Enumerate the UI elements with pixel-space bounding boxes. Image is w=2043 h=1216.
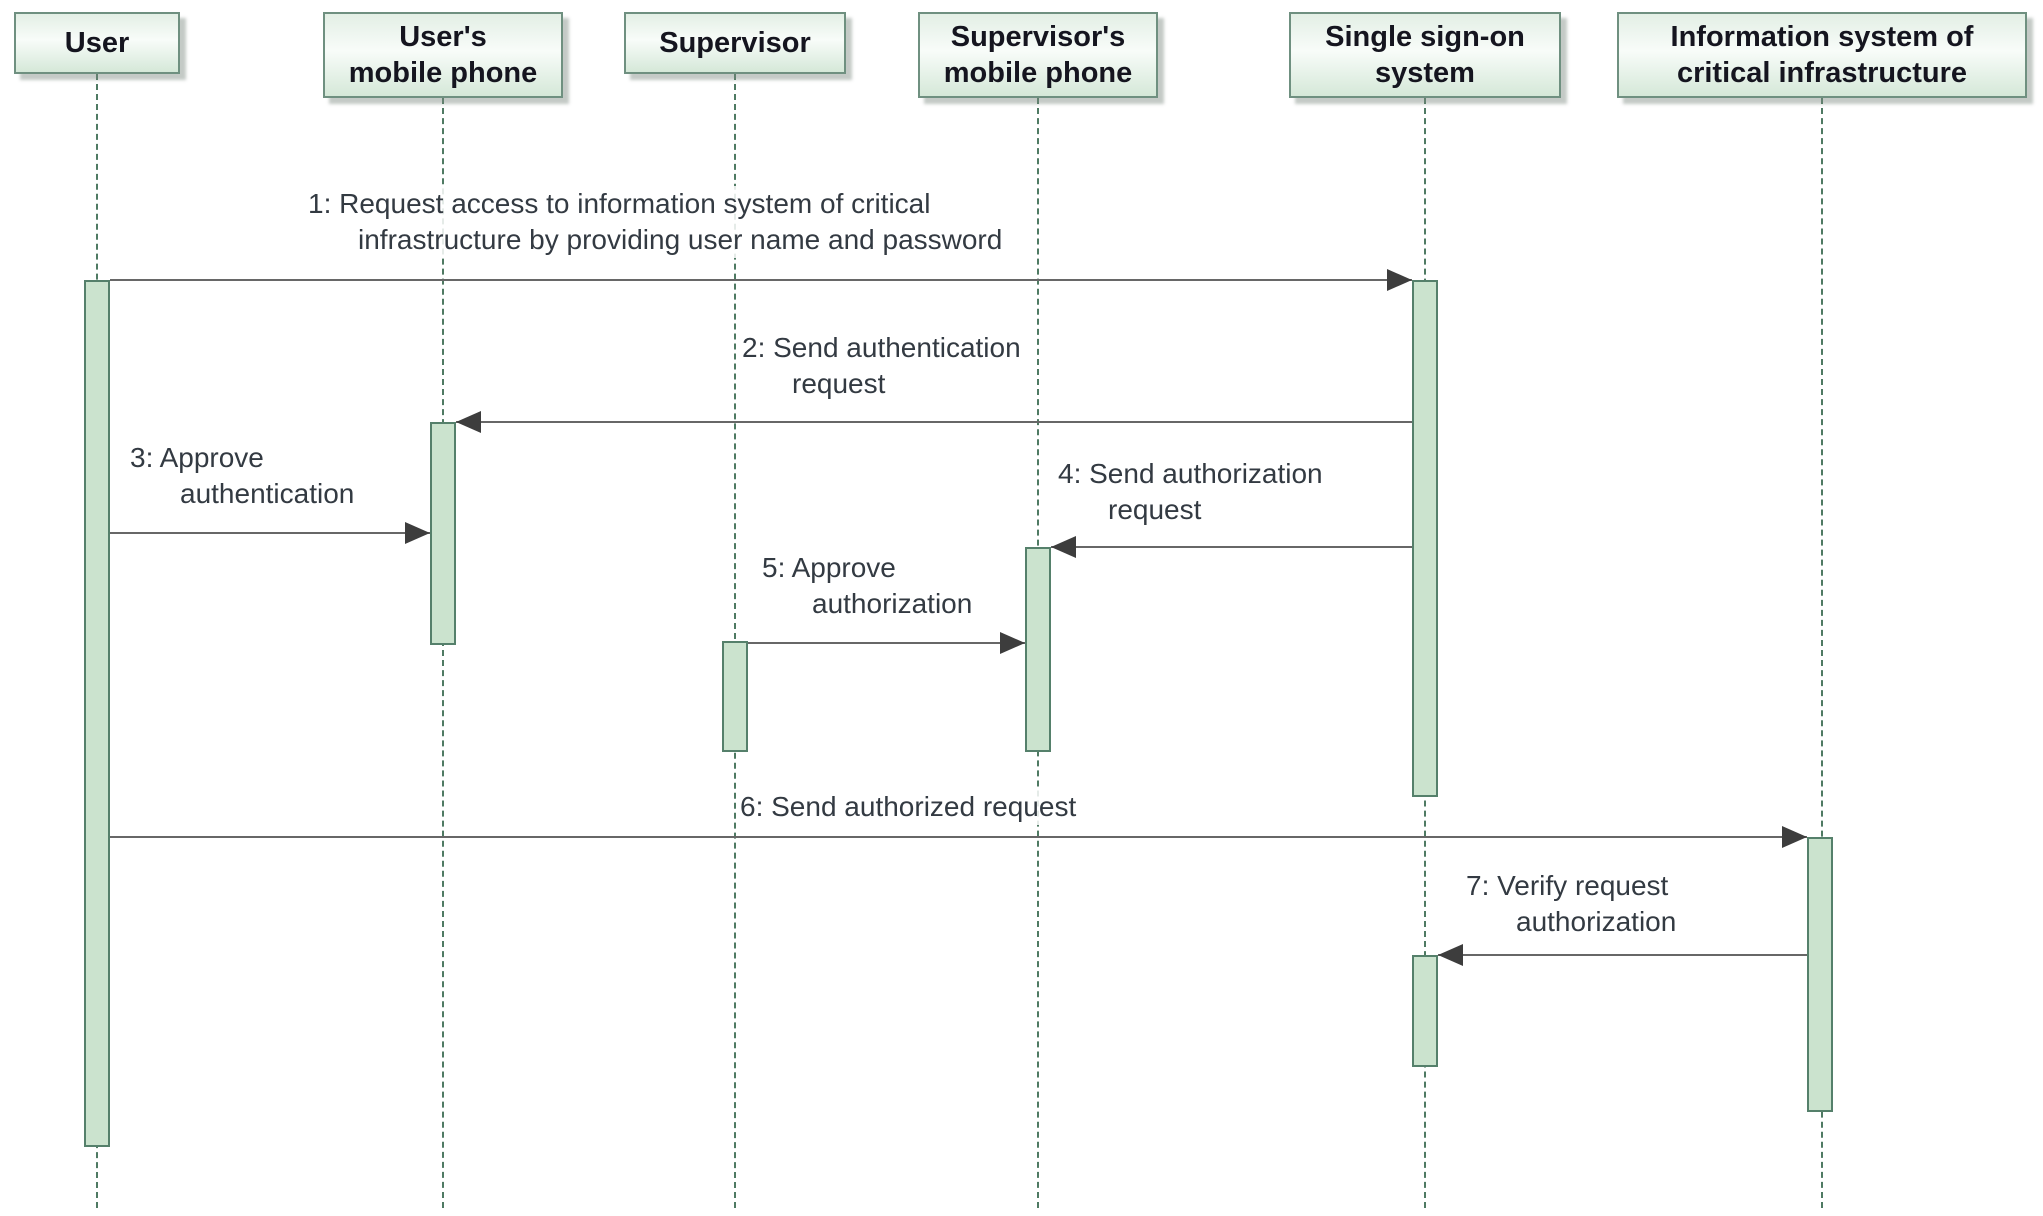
message-2-line [456, 421, 1412, 423]
message-1-line [110, 279, 1412, 281]
lifeline-users-mobile-phone [442, 98, 444, 1208]
message-5-arrowhead [1000, 632, 1025, 654]
activation-supervisors-mobile-phone [1025, 547, 1051, 752]
message-2-label: 2: Send authentication request [742, 330, 1021, 402]
actor-box-single-sign-on-system: Single sign-on system [1289, 12, 1561, 98]
activation-user [84, 280, 110, 1147]
activation-information-system [1807, 837, 1833, 1112]
message-4-label: 4: Send authorization request [1058, 456, 1323, 528]
actor-box-supervisors-mobile-phone: Supervisor's mobile phone [918, 12, 1158, 98]
message-6-label: 6: Send authorized request [740, 789, 1077, 825]
lifeline-information-system [1821, 98, 1823, 1208]
message-5-line [748, 642, 1025, 644]
message-3-label: 3: Approve authentication [130, 440, 355, 512]
message-1-label: 1: Request access to information system … [308, 186, 1003, 258]
message-3-line [110, 532, 430, 534]
activation-users-mobile-phone [430, 422, 456, 645]
activation-supervisor [722, 641, 748, 752]
activation-sso-1 [1412, 280, 1438, 797]
message-3-arrowhead [405, 522, 430, 544]
actor-box-information-system: Information system of critical infrastru… [1617, 12, 2027, 98]
actor-label-supervisors-mobile-phone: Supervisor's mobile phone [943, 21, 1133, 89]
actor-label-single-sign-on-system: Single sign-on system [1325, 21, 1525, 89]
actor-label-users-mobile-phone: User's mobile phone [348, 21, 538, 89]
message-6-line [110, 836, 1807, 838]
message-5-label: 5: Approve authorization [762, 550, 973, 622]
message-4-arrowhead [1051, 536, 1076, 558]
message-2-arrowhead [456, 411, 481, 433]
message-7-label: 7: Verify request authorization [1466, 868, 1677, 940]
actor-label-information-system: Information system of critical infrastru… [1670, 21, 1974, 89]
message-6-arrowhead [1782, 826, 1807, 848]
actor-box-user: User [14, 12, 180, 74]
message-7-line [1438, 954, 1807, 956]
message-1-arrowhead [1387, 269, 1412, 291]
actor-box-supervisor: Supervisor [624, 12, 846, 74]
activation-sso-2 [1412, 955, 1438, 1067]
message-7-arrowhead [1438, 944, 1463, 966]
actor-label-supervisor: Supervisor [659, 27, 811, 59]
message-4-line [1051, 546, 1412, 548]
actor-label-user: User [64, 27, 130, 59]
actor-box-users-mobile-phone: User's mobile phone [323, 12, 563, 98]
